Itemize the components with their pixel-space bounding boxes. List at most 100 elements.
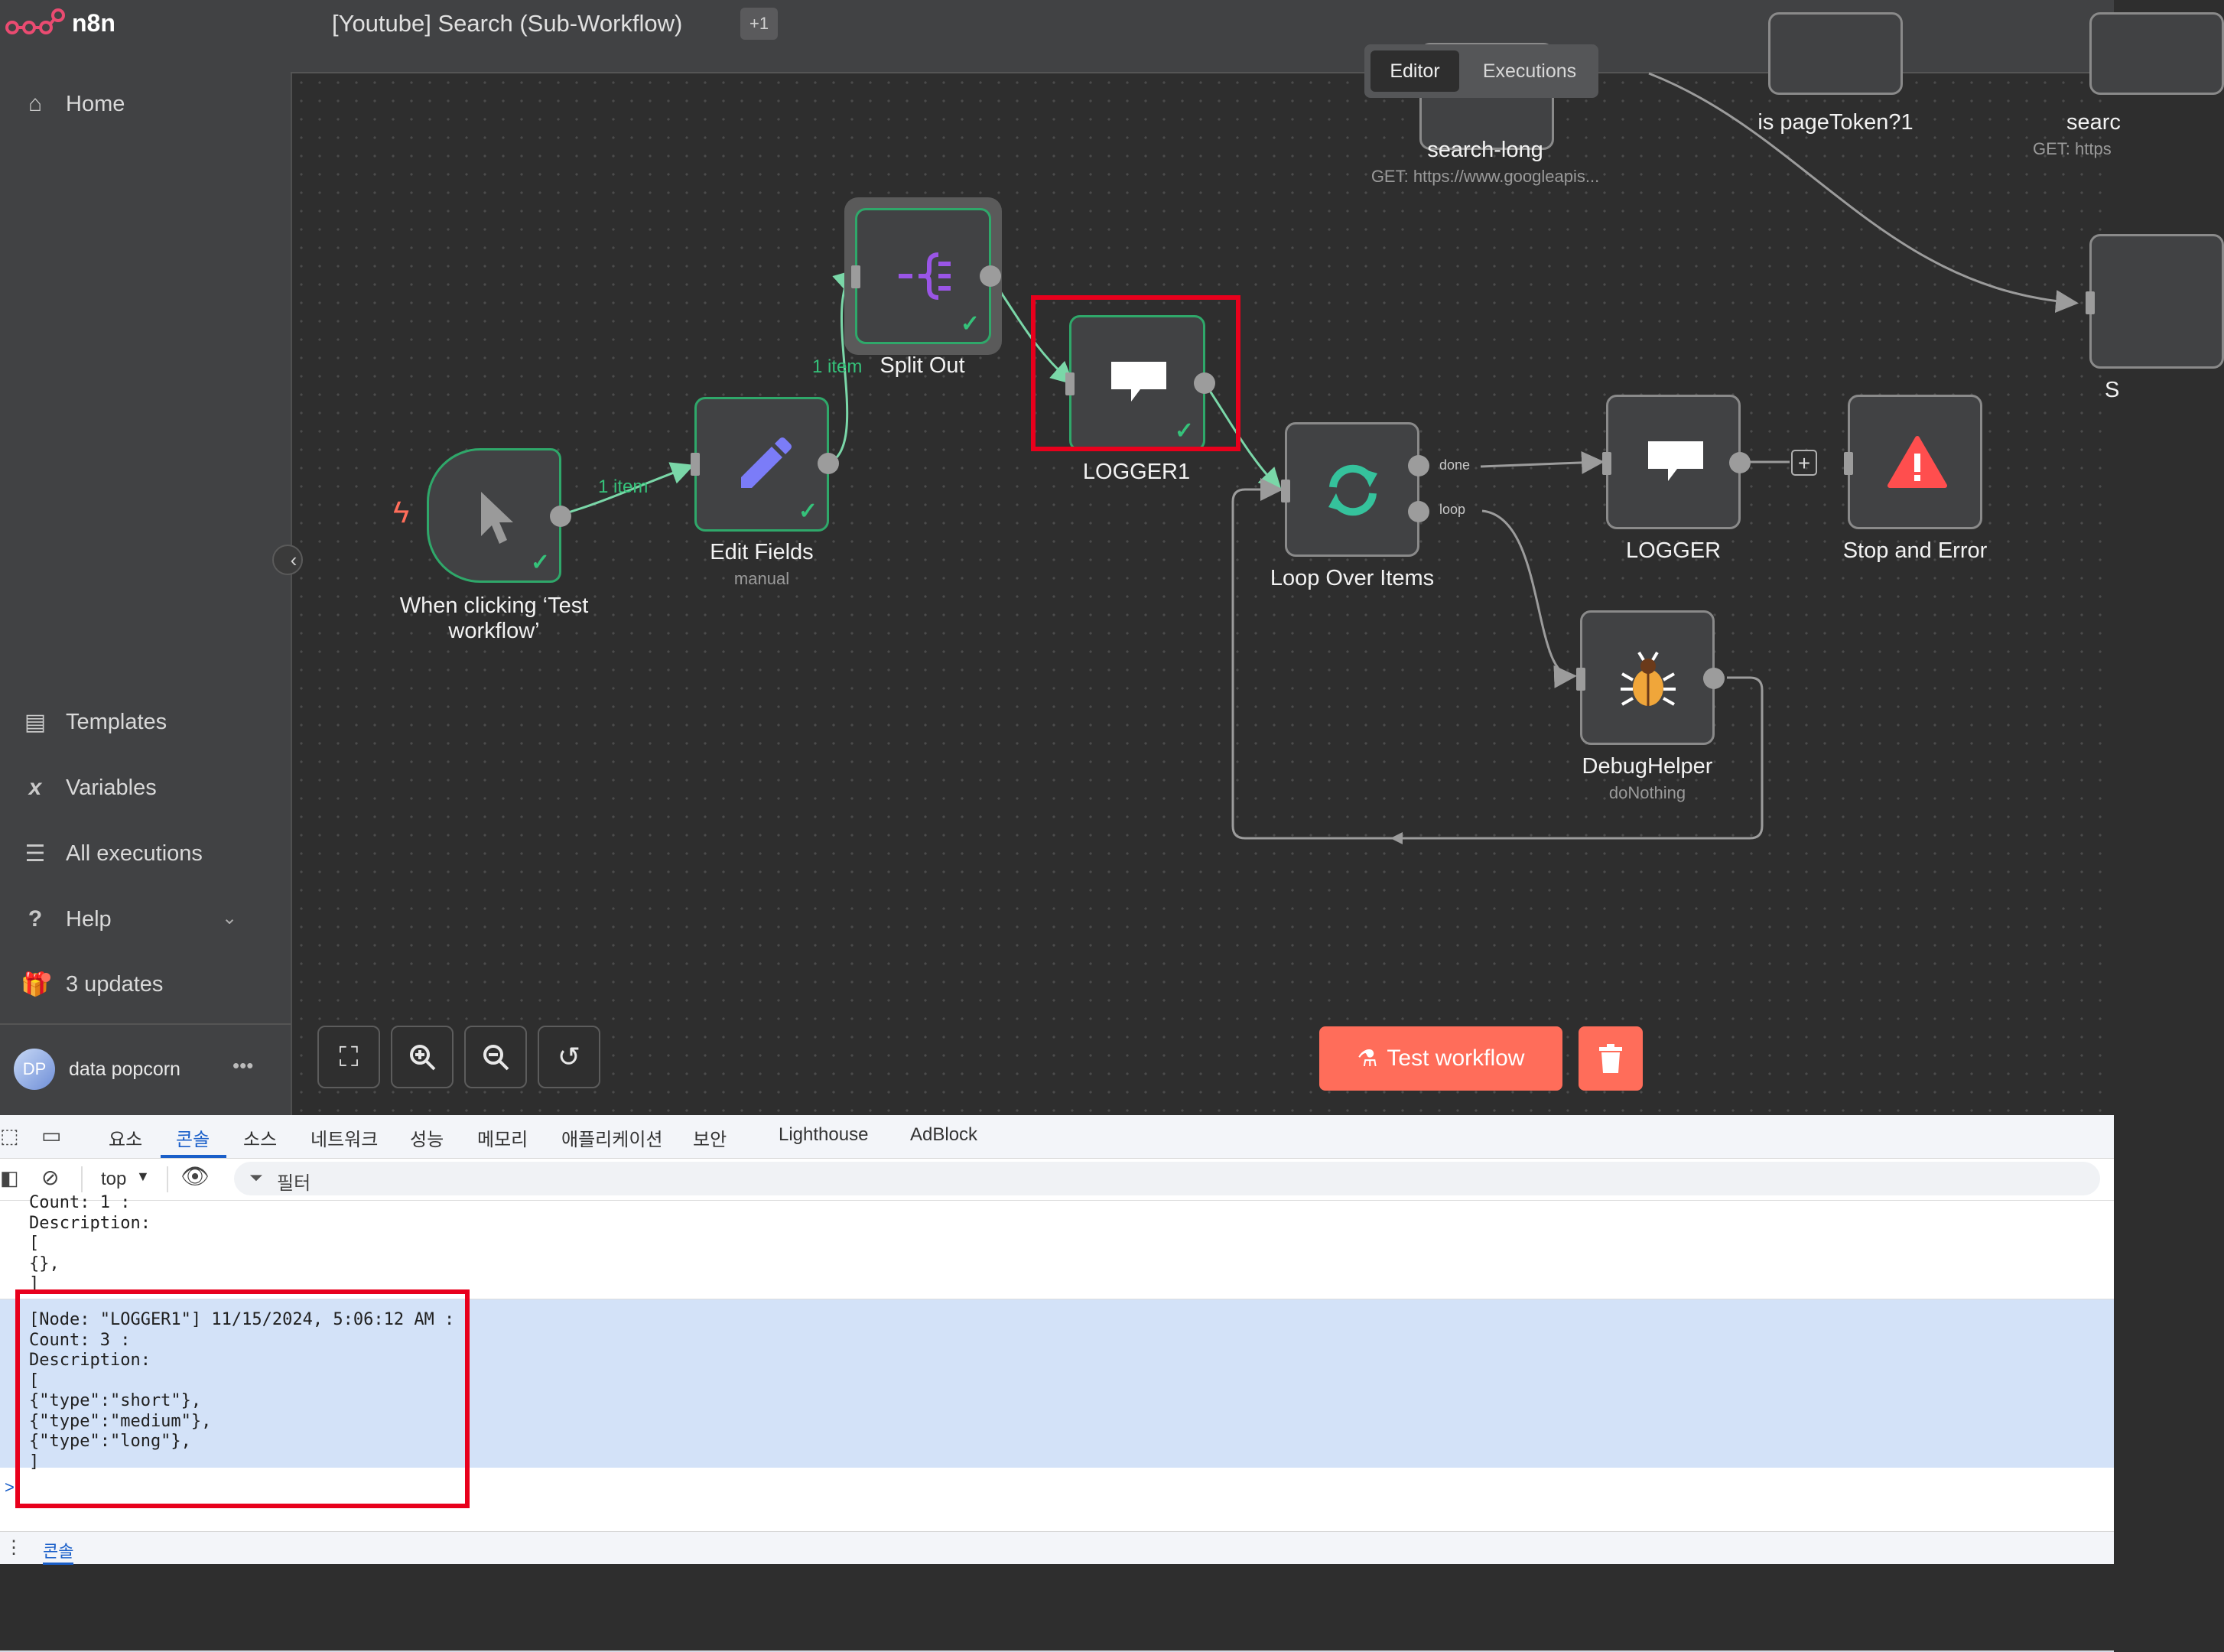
sidebar-item-all-executions[interactable]: ☰ All executions bbox=[18, 831, 203, 876]
input-port[interactable] bbox=[691, 453, 700, 476]
collapse-sidebar-button[interactable]: ‹ bbox=[272, 545, 303, 575]
node-partial-right[interactable] bbox=[2086, 234, 2224, 369]
trigger-bolt-icon: ϟ bbox=[393, 496, 410, 529]
devtools-tab-performance[interactable]: 성능 bbox=[410, 1130, 444, 1150]
input-port[interactable] bbox=[1576, 668, 1585, 691]
delete-execution-button[interactable] bbox=[1579, 1026, 1643, 1091]
devtools-tab-memory[interactable]: 메모리 bbox=[477, 1130, 528, 1150]
node-label-search-long: search-long bbox=[1427, 138, 1543, 162]
edge-trigger-editfields bbox=[558, 462, 694, 517]
sidebar-item-updates[interactable]: 🎁 3 updates bbox=[18, 961, 163, 1007]
node-split-out[interactable]: ✓ bbox=[851, 208, 1001, 344]
node-is-pagetoken[interactable] bbox=[1768, 12, 1903, 95]
output-port[interactable] bbox=[1703, 668, 1725, 689]
devtools-tab-network[interactable]: 네트워크 bbox=[311, 1130, 379, 1150]
input-port[interactable] bbox=[1281, 480, 1290, 502]
success-check-icon: ✓ bbox=[960, 311, 980, 337]
edge-debug-loopback bbox=[1231, 478, 1764, 840]
devtools-tab-lighthouse[interactable]: Lighthouse bbox=[779, 1124, 869, 1145]
node-loop-over-items[interactable] bbox=[1281, 422, 1429, 557]
sidebar-item-home[interactable]: ⌂ Home bbox=[18, 81, 125, 127]
variables-icon: x bbox=[28, 775, 42, 800]
more-options-icon[interactable]: ⋮ bbox=[5, 1537, 23, 1558]
input-port[interactable] bbox=[1844, 452, 1853, 475]
avatar[interactable]: DP bbox=[14, 1049, 55, 1090]
sidebar-item-label: All executions bbox=[66, 841, 203, 866]
reset-zoom-button[interactable]: ↺ bbox=[538, 1026, 600, 1088]
edge-logger1-loop bbox=[1202, 381, 1283, 492]
app-logo[interactable]: n8n bbox=[5, 6, 115, 40]
trash-icon bbox=[1599, 1044, 1622, 1073]
output-port[interactable] bbox=[1194, 372, 1215, 394]
tab-editor[interactable]: Editor bbox=[1370, 50, 1459, 92]
node-logger[interactable] bbox=[1602, 395, 1751, 529]
zoom-in-icon bbox=[410, 1045, 436, 1071]
connections-layer bbox=[558, 72, 2079, 844]
devtools-tab-adblock[interactable]: AdBlock bbox=[910, 1124, 978, 1145]
output-port-loop[interactable] bbox=[1408, 501, 1429, 522]
output-port[interactable] bbox=[1729, 452, 1751, 473]
node-search-partial[interactable] bbox=[2089, 12, 2224, 95]
node-sub-search-long: GET: https://www.googleapis... bbox=[1370, 167, 1600, 186]
devtools-tab-security[interactable]: 보안 bbox=[693, 1130, 727, 1150]
edge-loop-debug bbox=[1481, 509, 1577, 688]
devtools-tab-elements[interactable]: 요소 bbox=[109, 1130, 143, 1150]
filter-icon: ⏷ bbox=[249, 1168, 263, 1187]
sidebar-item-variables[interactable]: x Variables bbox=[18, 765, 157, 811]
filter-placeholder: 필터 bbox=[277, 1173, 311, 1194]
node-stop-and-error[interactable] bbox=[1844, 395, 1982, 529]
success-check-icon: ✓ bbox=[530, 550, 550, 575]
tab-executions[interactable]: Executions bbox=[1482, 60, 1577, 82]
node-label-partial-right: S bbox=[2105, 378, 2120, 402]
user-menu-button[interactable]: ••• bbox=[232, 1054, 254, 1077]
output-port[interactable] bbox=[980, 265, 1001, 287]
cursor-icon bbox=[481, 492, 513, 544]
edge-item-count: 1 item bbox=[812, 356, 863, 377]
zoom-out-button[interactable] bbox=[464, 1026, 527, 1088]
output-port[interactable] bbox=[550, 506, 571, 527]
home-icon: ⌂ bbox=[28, 91, 43, 116]
node-manual-trigger[interactable]: ✓ bbox=[427, 448, 571, 583]
sidebar-item-templates[interactable]: ▤ Templates bbox=[18, 699, 167, 745]
input-port[interactable] bbox=[851, 265, 860, 288]
zoom-in-button[interactable] bbox=[391, 1026, 454, 1088]
context-selector[interactable]: top bbox=[101, 1169, 127, 1189]
add-node-button[interactable]: + bbox=[1791, 450, 1817, 476]
drawer-tab-console[interactable]: 콘솔 bbox=[43, 1538, 74, 1565]
pencil-icon bbox=[741, 437, 792, 488]
workflow-tag-badge[interactable]: +1 bbox=[740, 8, 779, 40]
node-edit-fields[interactable]: ✓ bbox=[691, 397, 839, 532]
input-port[interactable] bbox=[1602, 452, 1611, 475]
eye-icon[interactable]: 👁 bbox=[180, 1164, 210, 1189]
fit-view-icon: ⛶ bbox=[339, 1040, 359, 1072]
output-port-done[interactable] bbox=[1408, 455, 1429, 476]
zoom-to-fit-button[interactable]: ⛶ bbox=[317, 1026, 380, 1088]
port-label-done: done bbox=[1439, 457, 1471, 473]
flask-icon: ⚗ bbox=[1357, 1046, 1378, 1072]
devtools-tab-sources[interactable]: 소스 bbox=[243, 1130, 278, 1150]
filter-input[interactable]: ⏷ 필터 bbox=[234, 1162, 2100, 1195]
sidebar-toggle-icon[interactable]: ◧ bbox=[0, 1166, 19, 1189]
node-debug-helper[interactable] bbox=[1576, 610, 1725, 745]
app-name: n8n bbox=[72, 8, 115, 37]
output-port[interactable] bbox=[818, 453, 839, 474]
devtools-panel: ⬚ ▭ 요소 콘솔 소스 네트워크 성능 메모리 애플리케이션 보안 Light… bbox=[0, 1115, 2114, 1652]
console-prompt[interactable]: > bbox=[5, 1478, 15, 1497]
console-log-selected[interactable]: [Node: "LOGGER1"] 11/15/2024, 5:06:12 AM… bbox=[0, 1299, 2114, 1472]
test-workflow-button[interactable]: ⚗ Test workflow bbox=[1319, 1026, 1562, 1091]
user-name: data popcorn bbox=[69, 1059, 180, 1080]
split-out-icon bbox=[899, 252, 951, 300]
input-port[interactable] bbox=[2086, 291, 2095, 314]
sidebar-item-help[interactable]: ? Help ⌄ bbox=[18, 896, 248, 942]
clear-console-icon[interactable]: ⊘ bbox=[41, 1166, 60, 1189]
devtools-tab-application[interactable]: 애플리케이션 bbox=[561, 1130, 663, 1150]
devtools-tab-console[interactable]: 콘솔 bbox=[176, 1130, 210, 1150]
inspect-element-icon[interactable]: ⬚ bbox=[0, 1124, 19, 1147]
workflow-title[interactable]: [Youtube] Search (Sub-Workflow) bbox=[332, 10, 683, 37]
input-port[interactable] bbox=[1065, 372, 1075, 395]
highlight-box-node bbox=[1031, 295, 1240, 451]
node-sub-debug: doNothing bbox=[1608, 783, 1686, 802]
device-toolbar-icon[interactable]: ▭ bbox=[41, 1124, 62, 1147]
node-logger1[interactable]: ✓ bbox=[1065, 315, 1215, 451]
